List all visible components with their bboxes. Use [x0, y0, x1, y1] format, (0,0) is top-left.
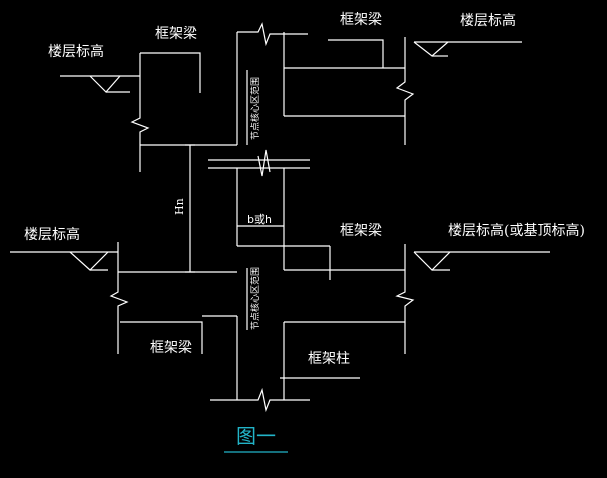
figure-caption: 图一 [236, 424, 276, 448]
b-or-h-dimension-label: b或h [247, 213, 272, 226]
frame-beam-label-bottom-left: 框架梁 [150, 340, 192, 356]
frame-beam-label-top-right: 框架梁 [340, 12, 382, 28]
joint-core-zone-label-bottom: 节点核心区范围 [251, 266, 261, 330]
floor-elevation-label-top-left: 楼层标高 [48, 44, 104, 60]
floor-elevation-label-mid-left: 楼层标高 [24, 227, 80, 243]
floor-elevation-label-top-right: 楼层标高 [460, 13, 516, 29]
floor-elevation-label-mid-right: 楼层标高(或基顶标高) [448, 223, 585, 239]
joint-core-zone-label-top: 节点核心区范围 [251, 76, 261, 140]
frame-column-label-bottom: 框架柱 [308, 351, 350, 367]
hn-dimension-label: Hn [173, 198, 186, 215]
frame-beam-label-top-left: 框架梁 [155, 26, 197, 42]
frame-beam-label-mid-right: 框架梁 [340, 223, 382, 239]
